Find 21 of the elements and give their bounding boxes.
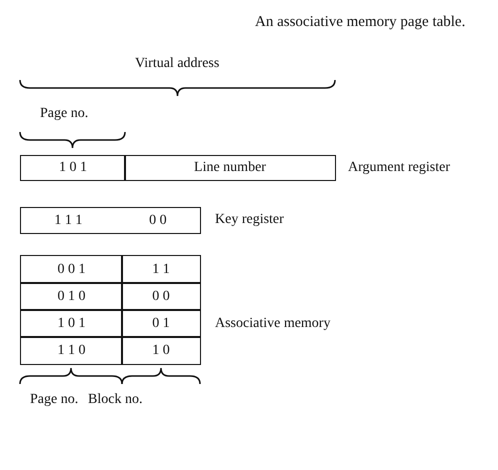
- register-box: [20, 207, 201, 234]
- brace-label: Block no.: [88, 392, 142, 408]
- bit-field: 1 1 1: [54, 212, 82, 228]
- register-cell: 1 0: [121, 336, 201, 365]
- register-cell: 0 1: [121, 309, 201, 338]
- brace-label: Page no.: [40, 106, 88, 122]
- brace-label: Page no.: [30, 392, 78, 408]
- register-cell: Line number: [124, 155, 336, 181]
- diagram-title: An associative memory page table.: [255, 14, 466, 31]
- register-cell: 0 0 1: [20, 255, 123, 284]
- register-cell: 1 0 1: [20, 309, 123, 338]
- brace-label: Virtual address: [135, 56, 220, 72]
- register-cell: 1 0 1: [20, 155, 126, 181]
- register-cell: 1 1 0: [20, 336, 123, 365]
- register-cell: 0 1 0: [20, 282, 123, 311]
- register-cell: 1 1: [121, 255, 201, 284]
- register-cell: 0 0: [121, 282, 201, 311]
- register-label: Associative memory: [215, 316, 330, 332]
- bit-field: 0 0: [149, 212, 167, 228]
- register-label: Key register: [215, 212, 284, 228]
- register-label: Argument register: [348, 160, 450, 176]
